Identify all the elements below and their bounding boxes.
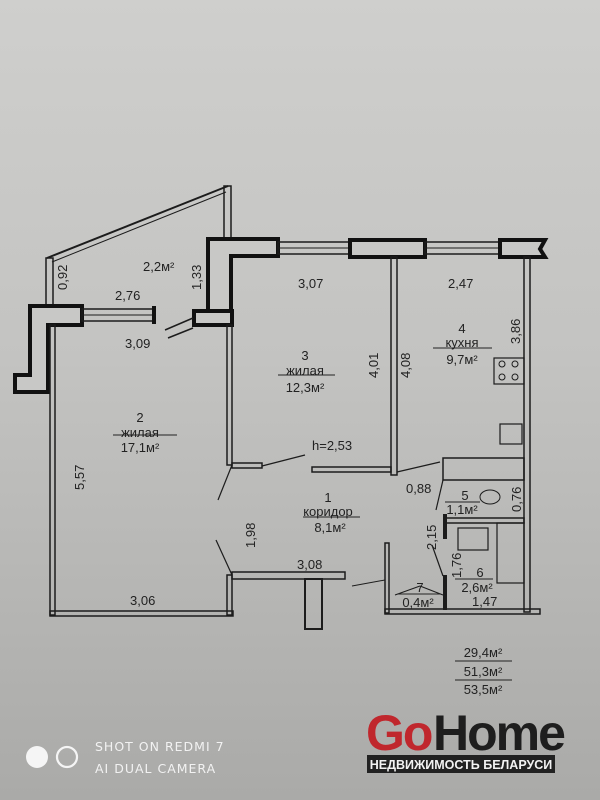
- dim-room3-length: 4,01: [366, 353, 381, 378]
- dim-bath5-width: 0,88: [406, 481, 431, 496]
- camera-dot-outline-icon: [55, 745, 79, 769]
- logo-tagline: НЕДВИЖИМОСТЬ БЕЛАРУСИ: [370, 758, 553, 772]
- dim-kitchen-length-left: 4,08: [398, 353, 413, 378]
- dim-room3-top: 3,07: [298, 276, 323, 291]
- dim-corridor-215: 2,15: [424, 525, 439, 550]
- room-7-area: 0,4м²: [402, 595, 434, 610]
- room-2-area: 17,1м²: [121, 440, 160, 455]
- room-3-area: 12,3м²: [286, 380, 325, 395]
- dimension-labels: 0,92 2,76 3,09 1,33 5,57 3,06 3,07 4,01 …: [55, 265, 524, 609]
- room-1-number: 1: [324, 490, 331, 505]
- dim-corridor-width: 1,98: [243, 523, 258, 548]
- dim-room2-length: 5,57: [72, 465, 87, 490]
- dim-room2-bottom: 3,06: [130, 593, 155, 608]
- room-labels: 2,2м² 2 жилая 17,1м² 3 жилая 12,3м² 4 ку…: [113, 259, 493, 610]
- room-3-number: 3: [301, 348, 308, 363]
- room-3-name: жилая: [286, 363, 324, 378]
- dim-kitchen-top: 2,47: [448, 276, 473, 291]
- dim-room2-top: 3,09: [125, 336, 150, 351]
- dim-balcony-side: 0,92: [55, 265, 70, 290]
- dim-bath5-height: 0,76: [509, 487, 524, 512]
- dim-bath6-width: 1,47: [472, 594, 497, 609]
- ceiling-height: h=2,53: [312, 438, 352, 453]
- room-5-number: 5: [461, 488, 468, 503]
- logo-go: Go: [366, 705, 432, 761]
- dim-wall-133: 1,33: [189, 265, 204, 290]
- room-1-area: 8,1м²: [314, 520, 346, 535]
- camera-watermark: SHOT ON REDMI 7 AI DUAL CAMERA: [26, 739, 225, 776]
- dim-corridor-bottom: 3,08: [297, 557, 322, 572]
- room-6-area: 2,6м²: [461, 580, 493, 595]
- total-living-area: 29,4м²: [464, 645, 503, 660]
- total-useful-area: 51,3м²: [464, 664, 503, 679]
- dim-bath6-height: 1,76: [449, 553, 464, 578]
- balcony-area: 2,2м²: [143, 259, 175, 274]
- gohome-logo: Go Home НЕДВИЖИМОСТЬ БЕЛАРУСИ: [366, 705, 567, 773]
- room-2-number: 2: [136, 410, 143, 425]
- camera-line-2: AI DUAL CAMERA: [95, 761, 216, 776]
- room-5-area: 1,1м²: [446, 502, 478, 517]
- room-1-name: коридор: [303, 504, 353, 519]
- camera-line-1: SHOT ON REDMI 7: [95, 739, 225, 754]
- room-4-name: кухня: [445, 335, 478, 350]
- dim-balcony-width: 2,76: [115, 288, 140, 303]
- walls: [13, 185, 549, 630]
- room-4-number: 4: [458, 321, 465, 336]
- total-area: 53,5м²: [464, 682, 503, 697]
- dim-kitchen-length-right: 3,86: [508, 319, 523, 344]
- room-2-name: жилая: [121, 425, 159, 440]
- logo-home: Home: [433, 705, 565, 761]
- room-4-area: 9,7м²: [446, 352, 478, 367]
- room-6-number: 6: [476, 565, 483, 580]
- room-7-number: 7: [416, 580, 423, 595]
- camera-dot-filled-icon: [26, 746, 48, 768]
- area-totals: 29,4м² 51,3м² 53,5м²: [455, 645, 512, 697]
